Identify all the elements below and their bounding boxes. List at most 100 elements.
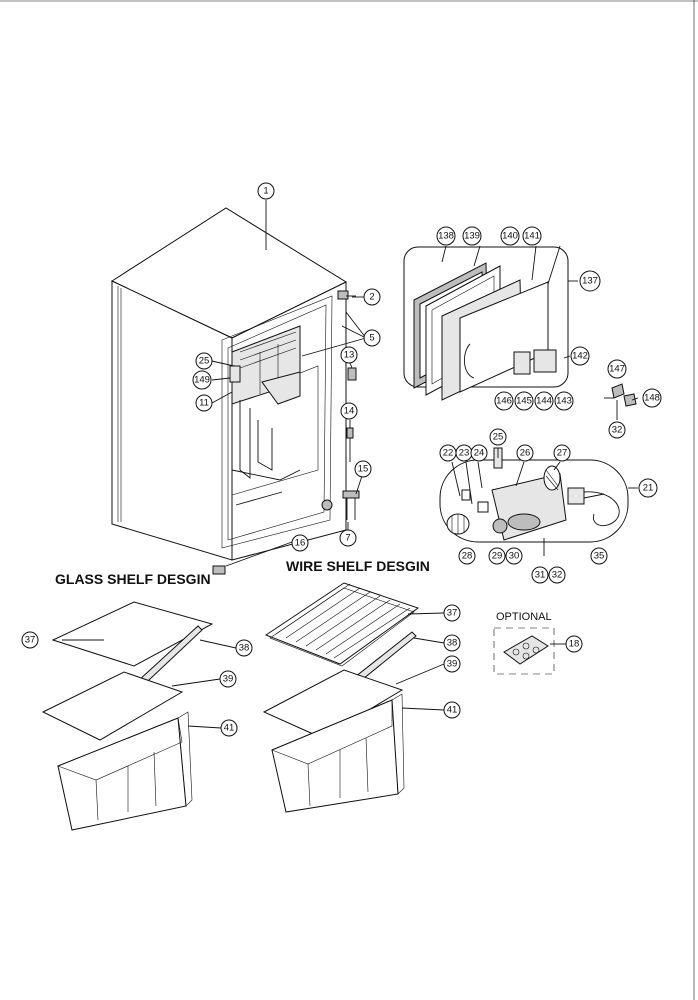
callout-147: 147: [607, 359, 627, 379]
svg-text:24: 24: [474, 448, 485, 459]
callout-35: 35: [590, 547, 608, 565]
callout-glass-38: 38: [235, 639, 253, 657]
svg-text:13: 13: [344, 350, 355, 361]
callout-143: 143: [554, 391, 574, 411]
crisper-drawer: [57, 717, 187, 831]
crisper-cover-wire: [262, 669, 404, 739]
callout-wire-39: 39: [443, 655, 461, 673]
thermostat: [567, 487, 585, 505]
svg-text:143: 143: [556, 396, 572, 407]
svg-text:41: 41: [224, 723, 235, 734]
callout-16: 16: [291, 534, 309, 552]
svg-text:26: 26: [520, 448, 531, 459]
callout-29: 29: [488, 547, 506, 565]
lamp-switch: [461, 489, 471, 501]
callout-glass-41: 41: [220, 719, 238, 737]
callout-25: 25: [195, 352, 213, 370]
drip-tray: [261, 371, 301, 405]
svg-text:7: 7: [345, 533, 350, 544]
bracket-147: [611, 383, 625, 399]
callout-wire-37: 37: [443, 604, 461, 622]
callout-7: 7: [339, 529, 357, 547]
svg-text:138: 138: [438, 231, 454, 242]
svg-text:29: 29: [492, 551, 503, 562]
callout-glass-37: 37: [21, 631, 39, 649]
callout-wire-38: 38: [443, 634, 461, 652]
svg-text:37: 37: [25, 635, 36, 646]
callout-13: 13: [340, 346, 358, 364]
svg-text:22: 22: [443, 448, 454, 459]
svg-text:39: 39: [223, 674, 234, 685]
svg-text:18: 18: [569, 639, 580, 650]
thermostat-knob-29: [492, 518, 508, 534]
svg-text:137: 137: [582, 276, 598, 287]
svg-text:30: 30: [509, 551, 520, 562]
door-assembly: [403, 246, 569, 401]
callout-32-bottom: 32: [548, 566, 566, 584]
svg-text:146: 146: [496, 396, 512, 407]
svg-text:2: 2: [369, 292, 374, 303]
svg-text:38: 38: [447, 638, 458, 649]
svg-text:25: 25: [199, 356, 210, 367]
svg-text:27: 27: [557, 448, 568, 459]
callout-138: 138: [436, 226, 456, 246]
svg-text:5: 5: [369, 333, 374, 344]
svg-text:145: 145: [516, 396, 532, 407]
svg-text:39: 39: [447, 659, 458, 670]
handle-cover: [533, 349, 557, 373]
small-brackets: [611, 383, 637, 420]
svg-text:37: 37: [447, 608, 458, 619]
thermostat-knob: [347, 367, 357, 381]
leveling-foot: [212, 565, 226, 575]
optional-dashed-box: [493, 627, 555, 675]
callout-148: 148: [642, 388, 662, 408]
svg-text:38: 38: [239, 643, 250, 654]
callout-137: 137: [579, 270, 601, 292]
svg-text:35: 35: [594, 551, 605, 562]
callout-15: 15: [354, 460, 372, 478]
callout-wire-41: 41: [443, 701, 461, 719]
egg-tray: [503, 635, 549, 665]
callout-145: 145: [514, 391, 534, 411]
glass-shelf: [51, 601, 214, 667]
callout-142: 142: [570, 346, 590, 366]
callout-1: 1: [257, 182, 275, 200]
svg-text:149: 149: [194, 375, 210, 386]
svg-text:147: 147: [609, 364, 625, 375]
svg-text:1: 1: [263, 186, 268, 197]
callout-139: 139: [462, 226, 482, 246]
callout-5: 5: [363, 329, 381, 347]
svg-text:32: 32: [552, 570, 563, 581]
svg-text:41: 41: [447, 705, 458, 716]
svg-text:23: 23: [459, 448, 470, 459]
leveling-foot-2: [321, 499, 333, 511]
lamp-socket: [477, 501, 489, 513]
svg-text:16: 16: [295, 538, 306, 549]
wire-shelf-group: [262, 582, 420, 813]
svg-text:32: 32: [612, 425, 623, 436]
callout-23: 23: [455, 444, 473, 462]
refrigerator-cabinet: [110, 207, 360, 575]
svg-text:148: 148: [644, 393, 660, 404]
wire-shelf: [264, 582, 420, 665]
optional-label: OPTIONAL: [496, 611, 552, 623]
callout-30: 30: [505, 547, 523, 565]
callout-140: 140: [500, 226, 520, 246]
svg-text:140: 140: [502, 231, 518, 242]
crisper-cover-glass: [41, 671, 184, 741]
callout-146: 146: [494, 391, 514, 411]
callout-2: 2: [363, 288, 381, 306]
svg-text:139: 139: [464, 231, 480, 242]
callout-141: 141: [522, 226, 542, 246]
svg-text:31: 31: [535, 570, 546, 581]
svg-text:11: 11: [199, 398, 209, 409]
svg-text:144: 144: [536, 396, 552, 407]
optional-group: OPTIONAL: [493, 611, 555, 675]
callout-25-ctrl: 25: [489, 428, 507, 446]
control-assembly: [439, 447, 629, 556]
svg-text:14: 14: [344, 406, 355, 417]
callout-21: 21: [638, 478, 658, 498]
svg-text:141: 141: [524, 231, 540, 242]
leader-lines: [62, 200, 639, 729]
